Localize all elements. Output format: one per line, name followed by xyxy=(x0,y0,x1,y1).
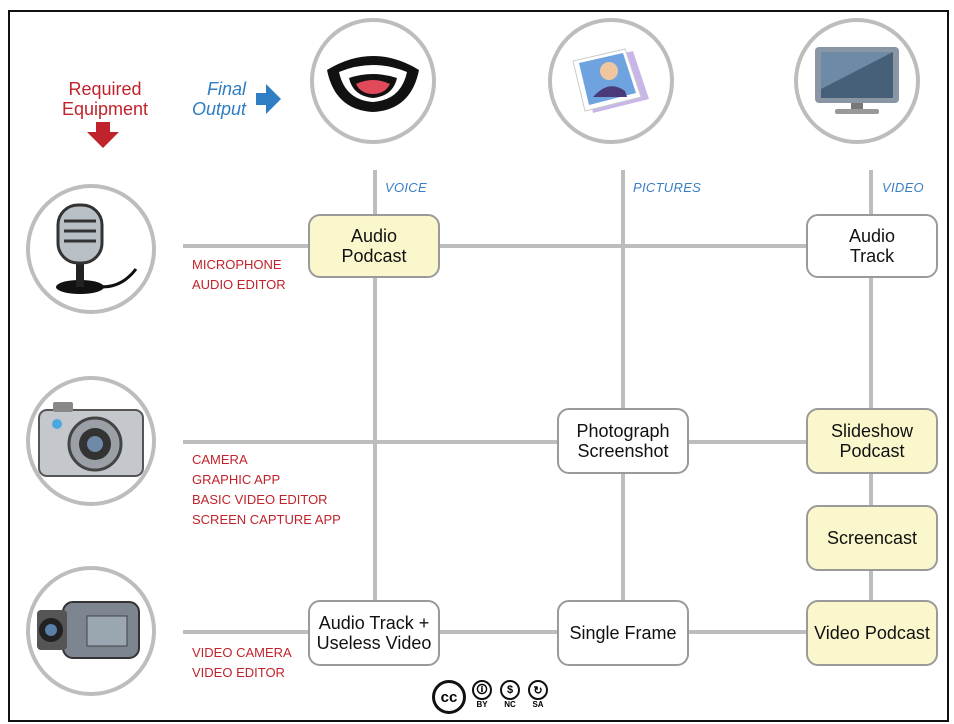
no-dollar-icon: $ xyxy=(500,680,520,700)
creative-commons-badge: cc 🛈 BY $ NC ↻ SA xyxy=(432,680,550,714)
arrow-right-icon xyxy=(256,84,281,114)
video-camera-icon xyxy=(37,601,140,659)
tv-monitor-icon xyxy=(815,47,899,114)
mouth-icon xyxy=(327,56,419,112)
video-label: VIDEO xyxy=(882,180,924,195)
voice-circle xyxy=(310,18,436,144)
required-equipment-label: Required Equipment xyxy=(61,79,149,119)
share-alike: ↻ SA xyxy=(526,680,550,710)
cc-icon: cc xyxy=(432,680,466,714)
microphone-equipment-label: MICROPHONE AUDIO EDITOR xyxy=(192,257,286,292)
photo-icon xyxy=(572,48,649,113)
camera-circle xyxy=(26,376,156,506)
diagram-frame xyxy=(8,10,949,722)
audio-podcast-node: Audio Podcast xyxy=(308,214,440,278)
slideshow-podcast-node: Slideshow Podcast xyxy=(806,408,938,474)
video-camera-equipment-label: VIDEO CAMERA VIDEO EDITOR xyxy=(192,645,292,680)
arrow-down-icon xyxy=(87,122,119,148)
audio-track-useless-video-node: Audio Track + Useless Video xyxy=(308,600,440,666)
single-frame-node: Single Frame xyxy=(557,600,689,666)
voice-label: VOICE xyxy=(385,180,427,195)
share-alike-icon: ↻ xyxy=(528,680,548,700)
by-attribution: 🛈 BY xyxy=(470,680,494,710)
screencast-node: Screencast xyxy=(806,505,938,571)
camera-icon xyxy=(38,402,144,477)
final-output-label: Final Output xyxy=(191,79,246,119)
camera-equipment-label: CAMERA GRAPHIC APP BASIC VIDEO EDITOR SC… xyxy=(192,452,341,527)
video-podcast-node: Video Podcast xyxy=(806,600,938,666)
person-icon: 🛈 xyxy=(472,680,492,700)
microphone-circle xyxy=(26,184,156,314)
audio-track-node: Audio Track xyxy=(806,214,938,278)
non-commercial: $ NC xyxy=(498,680,522,710)
video-camera-circle xyxy=(26,566,156,696)
microphone-icon xyxy=(56,203,138,294)
pictures-circle xyxy=(548,18,674,144)
pictures-label: PICTURES xyxy=(633,180,702,195)
video-circle xyxy=(794,18,920,144)
photograph-screenshot-node: Photograph Screenshot xyxy=(557,408,689,474)
